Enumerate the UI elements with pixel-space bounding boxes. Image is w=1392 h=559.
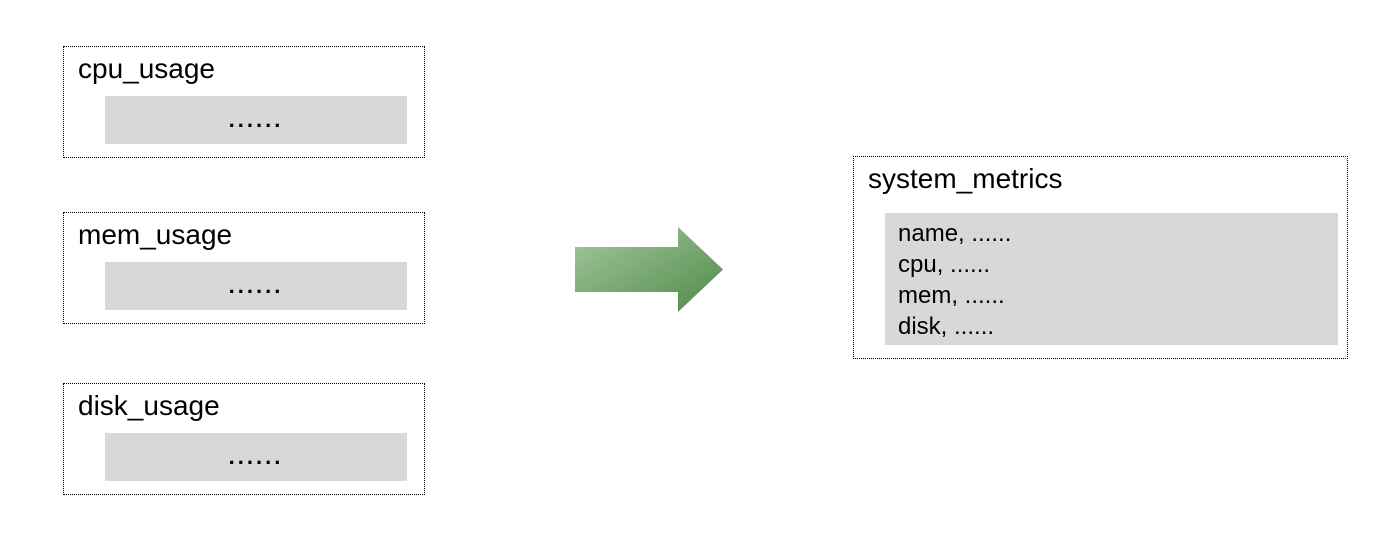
field-row-name: name, ......	[898, 220, 1012, 247]
entity-title-disk-usage: disk_usage	[78, 390, 220, 421]
entity-body-cpu-usage: ......	[105, 96, 407, 144]
field-row-mem: mem, ......	[898, 282, 1005, 309]
entity-body-system-metrics: name, ...... cpu, ...... mem, ...... dis…	[885, 213, 1338, 345]
entity-body-disk-usage: ......	[105, 433, 407, 481]
placeholder-dots: ......	[228, 273, 284, 298]
entity-title-mem-usage: mem_usage	[78, 219, 233, 250]
entity-body-mem-usage: ......	[105, 262, 407, 310]
entity-box-mem-usage: mem_usage ......	[63, 212, 425, 324]
field-row-cpu: cpu, ......	[898, 251, 991, 278]
placeholder-dots: ......	[228, 107, 284, 132]
entity-title-system-metrics: system_metrics	[868, 163, 1063, 194]
field-row-disk: disk, ......	[898, 313, 995, 340]
entity-box-cpu-usage: cpu_usage ......	[63, 46, 425, 158]
arrow-right-icon	[575, 227, 723, 312]
entity-title-cpu-usage: cpu_usage	[78, 53, 216, 84]
entity-box-disk-usage: disk_usage ......	[63, 383, 425, 495]
entity-box-system-metrics: system_metrics name, ...... cpu, ...... …	[853, 156, 1348, 359]
placeholder-dots: ......	[228, 444, 284, 469]
